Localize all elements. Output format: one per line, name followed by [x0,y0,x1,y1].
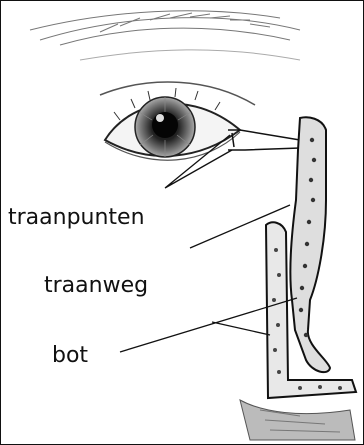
eyebrow [30,11,300,60]
label-traanweg: traanweg [44,275,148,297]
nasolacrimal-duct [290,117,330,372]
nostril-shading [240,400,355,440]
label-traanpunten: traanpunten [8,207,145,229]
lower-canaliculus [228,148,300,150]
pupil [152,112,178,138]
eye-highlight [156,114,164,122]
label-bot: bot [52,345,88,367]
